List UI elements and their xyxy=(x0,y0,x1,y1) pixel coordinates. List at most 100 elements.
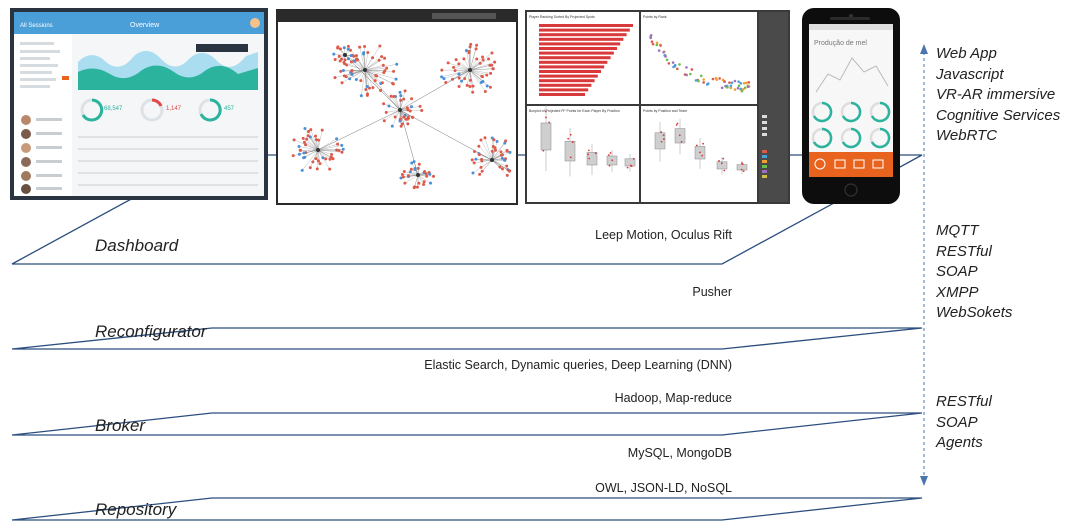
graph-node xyxy=(480,169,484,173)
box-point xyxy=(702,142,704,145)
graph-node xyxy=(366,50,370,54)
graph-node xyxy=(328,167,332,171)
rank-bar xyxy=(539,24,633,27)
graph-edge xyxy=(364,52,368,71)
graph-node xyxy=(341,147,345,151)
graph-node xyxy=(477,144,481,148)
graph-node xyxy=(453,69,457,73)
graph-edge xyxy=(317,130,323,151)
chart-title-points-position: Points by Position and Team xyxy=(643,109,687,113)
rank-bar xyxy=(539,37,624,41)
graph-node xyxy=(400,173,404,177)
scatter-point xyxy=(720,86,724,90)
graph-node xyxy=(415,185,419,189)
graph-node xyxy=(488,85,492,89)
graph-edge xyxy=(317,149,332,155)
box-point xyxy=(742,170,745,172)
graph-node xyxy=(340,57,344,61)
graph-edge xyxy=(317,144,338,151)
graph-edge xyxy=(491,150,508,161)
graph-node xyxy=(406,174,410,178)
graph-edge xyxy=(317,149,319,169)
box-point xyxy=(587,149,590,152)
graph-node xyxy=(468,45,472,49)
scatter-point xyxy=(651,42,655,46)
protocol-item: Web App xyxy=(936,45,997,62)
graph-node xyxy=(469,42,473,46)
graph-node xyxy=(480,159,484,163)
scatter-point xyxy=(662,50,665,54)
graph-node xyxy=(332,52,336,56)
graph-node xyxy=(498,165,502,169)
graph-edge xyxy=(364,69,374,88)
graph-node xyxy=(457,85,461,89)
graph-node xyxy=(471,90,475,94)
graph-edge xyxy=(469,68,494,71)
graph-edge xyxy=(364,69,376,81)
graph-edge xyxy=(414,174,419,187)
graph-node xyxy=(490,63,494,67)
graph-edge xyxy=(346,64,366,71)
graph-hub xyxy=(468,68,472,72)
graph-edge xyxy=(491,159,507,167)
network-graph xyxy=(291,42,512,190)
box-point xyxy=(723,169,726,172)
graph-node xyxy=(340,81,344,85)
scatter-point xyxy=(706,82,710,85)
graph-edge xyxy=(364,69,381,84)
graph-node xyxy=(417,162,421,166)
graph-node xyxy=(343,62,347,66)
graph-edge xyxy=(475,158,493,161)
chart-title-points-rank: Points by Rank xyxy=(643,15,667,19)
box-body xyxy=(586,152,598,166)
box-point xyxy=(567,137,570,140)
graph-node xyxy=(359,79,363,83)
graph-node xyxy=(483,136,487,140)
graph-edge xyxy=(363,52,366,71)
graph-node xyxy=(338,47,342,51)
graph-edge xyxy=(469,63,481,71)
graph-node xyxy=(391,82,395,86)
box-point xyxy=(680,140,683,143)
graph-node xyxy=(314,157,318,161)
graph-node xyxy=(380,81,384,85)
graph-node xyxy=(405,106,409,110)
graph-node xyxy=(492,138,496,142)
graph-edge xyxy=(364,69,383,83)
rank-bar xyxy=(539,88,589,92)
graph-node xyxy=(307,129,311,133)
graph-edge xyxy=(364,69,366,90)
graph-edge xyxy=(399,109,413,118)
scatter-point xyxy=(747,81,751,84)
graph-node xyxy=(399,94,403,98)
graph-node xyxy=(402,97,406,101)
graph-node xyxy=(418,104,422,108)
graph-node xyxy=(341,69,345,73)
network-graph-screenshot xyxy=(276,9,518,205)
protocol-item: SOAP xyxy=(936,413,978,431)
graph-edge xyxy=(306,139,319,151)
scatter-point xyxy=(676,67,679,71)
graph-node xyxy=(354,77,358,81)
protocol-item: WebSokets xyxy=(936,304,1013,321)
scatter-point xyxy=(655,43,659,47)
graph-edge xyxy=(411,162,419,176)
graph-node xyxy=(363,45,367,49)
graph-edge xyxy=(448,62,471,71)
graph-node xyxy=(383,56,387,60)
graph-edge xyxy=(356,55,366,71)
box-point xyxy=(626,166,629,169)
graph-edge xyxy=(364,69,401,111)
graph-node xyxy=(336,142,340,146)
chart-title-ranking: Player Ranking Sorted By Projected Spots xyxy=(529,15,595,19)
graph-node xyxy=(340,150,344,154)
graph-edge xyxy=(456,59,471,71)
box-point xyxy=(718,160,720,162)
graph-node xyxy=(395,62,399,66)
scatter-point xyxy=(742,87,745,91)
box-point xyxy=(571,141,574,144)
graph-node xyxy=(359,94,363,98)
graph-node xyxy=(406,122,410,126)
graph-node xyxy=(382,119,386,123)
